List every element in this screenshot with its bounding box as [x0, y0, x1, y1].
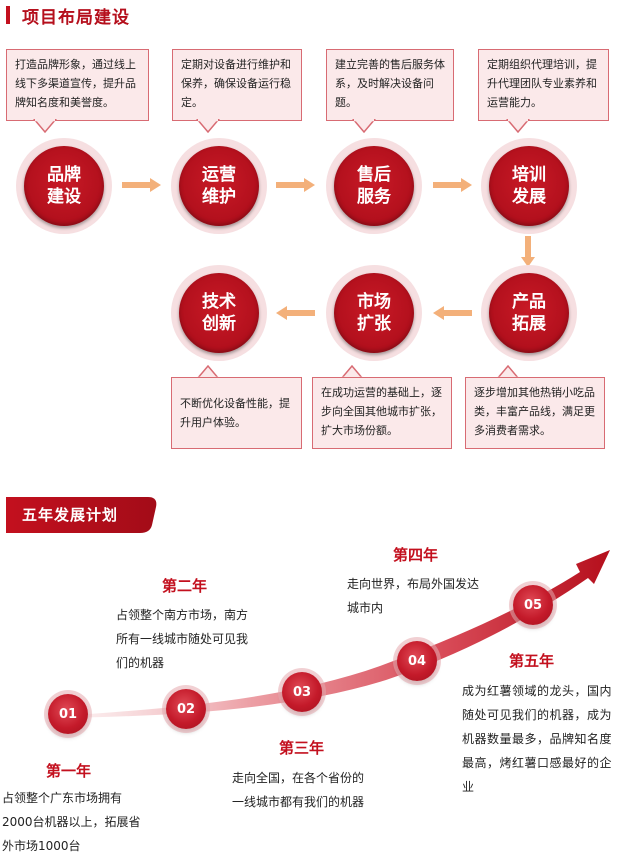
callout-brand: 打造品牌形象，通过线上线下多渠道宣传，提升品牌知名度和美誉度。: [6, 49, 149, 121]
callout-product: 逐步增加其他热销小吃品类，丰富产品线，满足更多消费者需求。: [465, 377, 605, 449]
stage-training: 培训 发展: [481, 138, 577, 234]
year-1-title: 第一年: [46, 762, 92, 780]
callout-ops-text: 定期对设备进行维护和保养，确保设备运行稳定。: [181, 58, 291, 109]
stage-service-label: 售后 服务: [334, 146, 414, 226]
year-4-title: 第四年: [393, 546, 439, 564]
stage-ops: 运营 维护: [171, 138, 267, 234]
year-node-5: 05: [513, 585, 553, 625]
year-node-3: 03: [282, 672, 322, 712]
stage-product-label: 产品 拓展: [489, 273, 569, 353]
callout-market-text: 在成功运营的基础上，逐步向全国其他城市扩张，扩大市场份额。: [321, 386, 442, 437]
year-2-text: 占领整个南方市场，南方所有一线城市随处可见我们的机器: [116, 608, 249, 670]
stage-brand-label: 品牌 建设: [24, 146, 104, 226]
year-2-title: 第二年: [162, 577, 208, 595]
callout-ops-pointer: [196, 119, 220, 133]
callout-training-pointer: [506, 119, 530, 133]
callout-training-text: 定期组织代理培训，提升代理团队专业素养和运营能力。: [487, 58, 597, 109]
year-5-title: 第五年: [509, 652, 555, 670]
stage-market: 市场 扩张: [326, 265, 422, 361]
year-3-text: 走向全国，在各个省份的一线城市都有我们的机器: [232, 771, 365, 809]
callout-market: 在成功运营的基础上，逐步向全国其他城市扩张，扩大市场份额。: [312, 377, 452, 449]
arrow-down-icon: [521, 236, 535, 267]
arrow-right-icon: [122, 178, 161, 192]
arrow-left-icon: [433, 306, 472, 320]
year-1-text: 占领整个广东市场拥有2000台机器以上，拓展省外市场1000台: [2, 791, 141, 853]
stage-tech: 技术 创新: [171, 265, 267, 361]
callout-tech-text: 不断优化设备性能，提升用户体验。: [180, 397, 290, 429]
growth-curve: [60, 550, 610, 718]
callout-service-pointer: [352, 119, 376, 133]
year-5-text: 成为红薯领域的龙头，国内随处可见我们的机器，成为机器数量最多，品牌知名度最高，烤…: [462, 684, 613, 794]
callout-service-text: 建立完善的售后服务体系，及时解决设备问题。: [335, 58, 445, 109]
callout-brand-pointer: [33, 119, 57, 133]
callout-service: 建立完善的售后服务体系，及时解决设备问题。: [326, 49, 454, 121]
stage-tech-label: 技术 创新: [179, 273, 259, 353]
year-node-2: 02: [166, 689, 206, 729]
year-3-title: 第三年: [279, 739, 325, 757]
arrow-right-icon: [276, 178, 315, 192]
title-accent-bar: [6, 6, 10, 24]
callout-tech: 不断优化设备性能，提升用户体验。: [171, 377, 302, 449]
year-node-4: 04: [397, 641, 437, 681]
callout-brand-text: 打造品牌形象，通过线上线下多渠道宣传，提升品牌知名度和美誉度。: [15, 58, 136, 109]
stage-ops-label: 运营 维护: [179, 146, 259, 226]
year-4-text: 走向世界，布局外国发达城市内: [347, 577, 480, 615]
stage-training-label: 培训 发展: [489, 146, 569, 226]
arrow-right-icon: [433, 178, 472, 192]
stage-brand: 品牌 建设: [16, 138, 112, 234]
section-title-layout: 项目布局建设: [22, 8, 130, 28]
year-node-1: 01: [48, 694, 88, 734]
callout-product-text: 逐步增加其他热销小吃品类，丰富产品线，满足更多消费者需求。: [474, 386, 595, 437]
stage-service: 售后 服务: [326, 138, 422, 234]
callout-ops: 定期对设备进行维护和保养，确保设备运行稳定。: [172, 49, 302, 121]
section-title-banner: [6, 497, 157, 533]
callout-training: 定期组织代理培训，提升代理团队专业素养和运营能力。: [478, 49, 609, 121]
stage-market-label: 市场 扩张: [334, 273, 414, 353]
arrow-left-icon: [276, 306, 315, 320]
section-title-plan: 五年发展计划: [22, 506, 119, 524]
stage-product: 产品 拓展: [481, 265, 577, 361]
